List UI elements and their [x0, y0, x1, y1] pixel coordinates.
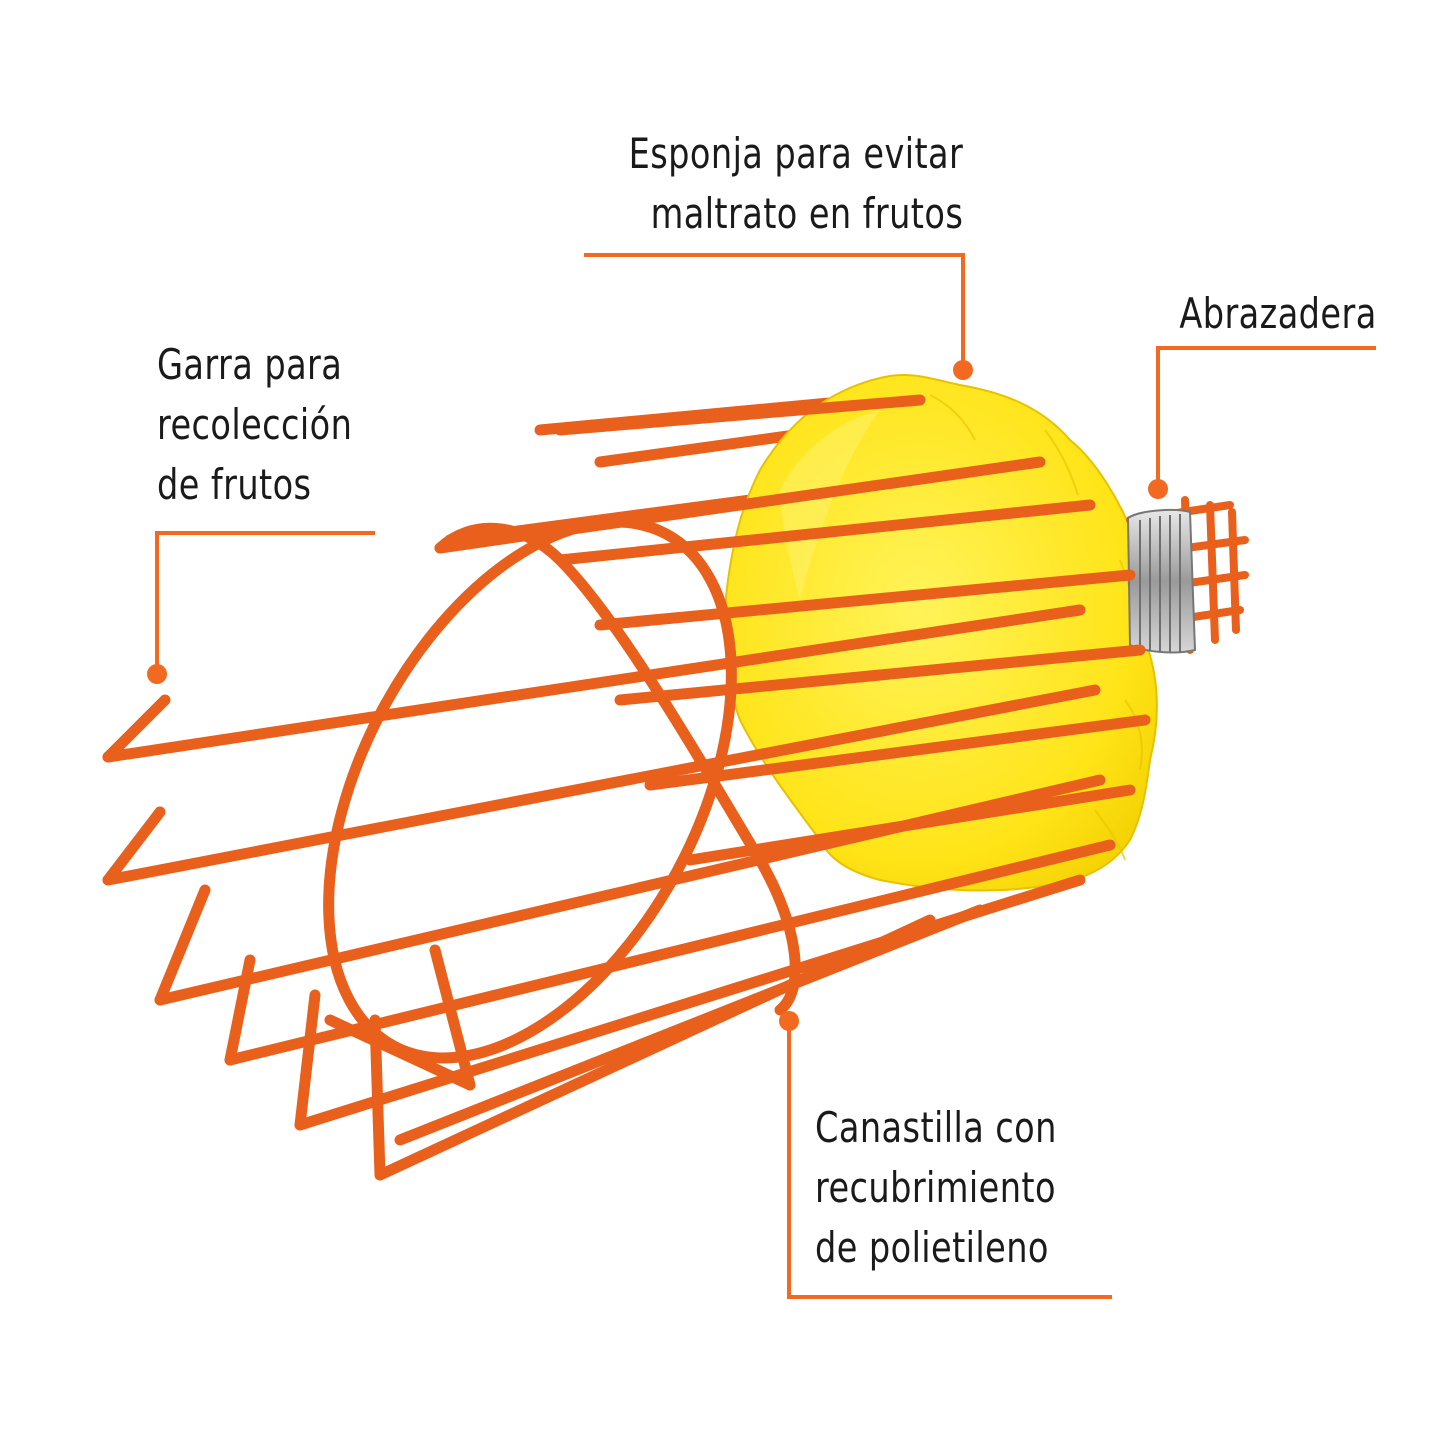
sponge-label: Esponja para evitar maltrato en frutos [628, 124, 963, 244]
clamp-label: Abrazadera [1180, 284, 1377, 344]
basket-label-line-1: Canastilla con [815, 1103, 1057, 1152]
basket-label: Canastilla con recubrimiento de polietil… [815, 1098, 1057, 1278]
clamp-illustration [1126, 496, 1249, 654]
claw-label-line-2: recolección [157, 400, 353, 449]
basket-wires [102, 394, 1151, 1181]
clamp-leader-dot [1148, 479, 1168, 499]
callout-leaders [155, 253, 1376, 1299]
sponge-leader-dot [953, 360, 973, 380]
sponge-label-line-2: maltrato en frutos [650, 189, 963, 238]
claw-leader-dot [147, 664, 167, 684]
basket-label-line-3: de polietileno [815, 1223, 1049, 1272]
claw-label-line-1: Garra para [157, 340, 343, 389]
sponge-label-line-1: Esponja para evitar [628, 129, 963, 178]
claw-label-line-3: de frutos [157, 460, 312, 509]
basket-label-line-2: recubrimiento [815, 1163, 1056, 1212]
claw-label: Garra para recolección de frutos [157, 335, 352, 515]
clamp-label-line-1: Abrazadera [1179, 289, 1377, 338]
basket-leader-dot [779, 1011, 799, 1031]
